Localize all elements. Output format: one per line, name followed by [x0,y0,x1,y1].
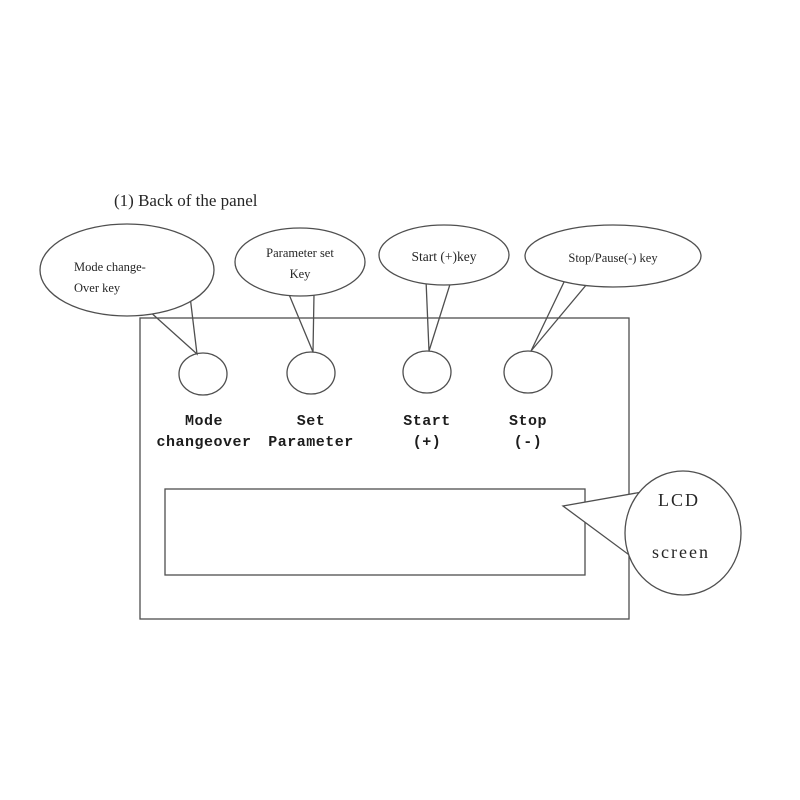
button-label-stop-minus: Stop (-) [509,411,547,453]
callout-stop-tail [530,277,594,352]
callout-param-bubble [234,227,366,297]
button-label-start-plus: Start (+) [403,411,451,453]
callout-start-line1: Start (+)key [411,249,477,264]
callout-start-bubble [378,224,510,286]
lcd-screen-rect [164,488,586,576]
callout-start-label: Start (+)key [412,246,477,267]
callout-mode-bubble [39,223,215,317]
button-label-set-line1: Set [296,413,326,430]
button-circle-start [402,350,452,394]
lcd-callout-bubble [624,470,742,596]
button-label-stop-line2: (-) [513,434,543,451]
button-label-mode-changeover: Mode changeover [156,411,251,453]
button-label-set-line2: Parameter [268,434,354,451]
panel-outline [139,317,630,620]
callout-mode-label: Mode change- Over key [74,257,146,299]
callout-stop-line1: Stop/Pause(-) key [568,251,658,265]
button-label-mode-line2: changeover [156,434,252,451]
button-label-stop-line1: Stop [508,413,548,430]
callout-mode-line1: Mode change- [74,260,146,274]
callout-param-line1: Parameter set [266,246,334,260]
button-label-start-line2: (+) [412,434,442,451]
button-circle-set [286,351,336,395]
callout-param-line2: Key [289,267,311,281]
callout-stop-label: Stop/Pause(-) key [568,248,657,269]
callout-param-tail [286,291,315,353]
button-label-mode-line1: Mode [184,413,224,430]
diagram-title: (1) Back of the panel [114,191,258,210]
callout-mode-line2: Over key [74,281,121,295]
callout-stop-bubble [524,224,702,288]
callout-start-tail [425,277,453,352]
button-circle-stop [503,350,553,394]
button-label-set-parameter: Set Parameter [268,411,354,453]
button-label-start-line1: Start [403,413,451,430]
callout-param-label: Parameter set Key [266,243,334,285]
lcd-callout-line2: screen [652,542,710,562]
button-circle-mode [178,352,228,396]
lcd-callout-line1: LCD [658,490,700,510]
